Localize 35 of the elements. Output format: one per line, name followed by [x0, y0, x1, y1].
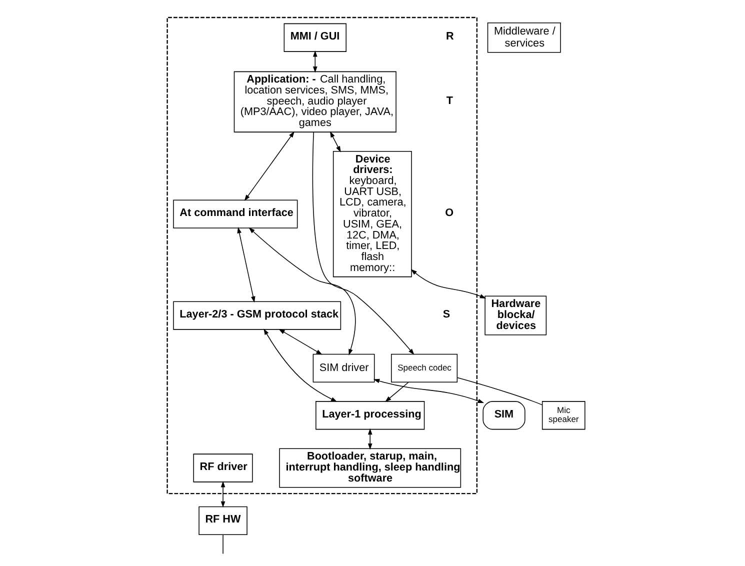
arrow [236, 227, 255, 303]
node-box: At command interface [172, 200, 298, 228]
node-box: SIM [482, 401, 525, 430]
connector [222, 534, 223, 554]
label: R [445, 30, 454, 43]
node-box: SIM driver [312, 354, 374, 382]
node-box: Device drivers: keyboard, UART USB, LCD, camera, vibrator, USIM, GEA, 12C, DMA, timer, LED, flash memory:: [332, 151, 412, 278]
arrow [384, 382, 408, 402]
arrow [278, 328, 322, 355]
node-box: RF driver [192, 454, 252, 482]
node-box: Mic speaker [541, 401, 585, 430]
arrow [312, 50, 317, 73]
arrow [367, 428, 372, 450]
arrow [248, 227, 356, 356]
node-box: Hardware blocka/ devices [484, 296, 546, 336]
label: O [444, 207, 454, 220]
label: S [442, 308, 450, 321]
node-box: Bootloader, starup, main, interrupt handling, sleep handling software [278, 448, 461, 488]
node-box: Application: - Call handling, location services, SMS, MMS, speech, audio player (MP3/AAC), video player, JAVA, games [233, 71, 396, 132]
arrow [244, 131, 294, 201]
node-box: Speech codec [390, 354, 458, 382]
node-box: Layer-2/3 - GSM protocol stack [172, 301, 341, 330]
arrow [372, 378, 484, 403]
arrow [312, 132, 414, 355]
node-box: RF HW [198, 506, 247, 535]
cluster [166, 16, 477, 494]
arrow [263, 328, 337, 402]
label: T [446, 94, 452, 107]
node-box: MMI / GUI [283, 23, 346, 52]
arrow [410, 269, 486, 298]
connector [456, 377, 542, 406]
arrow [329, 131, 340, 152]
arrow [220, 481, 225, 508]
node-box: Layer-1 processing [315, 401, 424, 430]
node-box: Middleware / services [486, 22, 560, 53]
